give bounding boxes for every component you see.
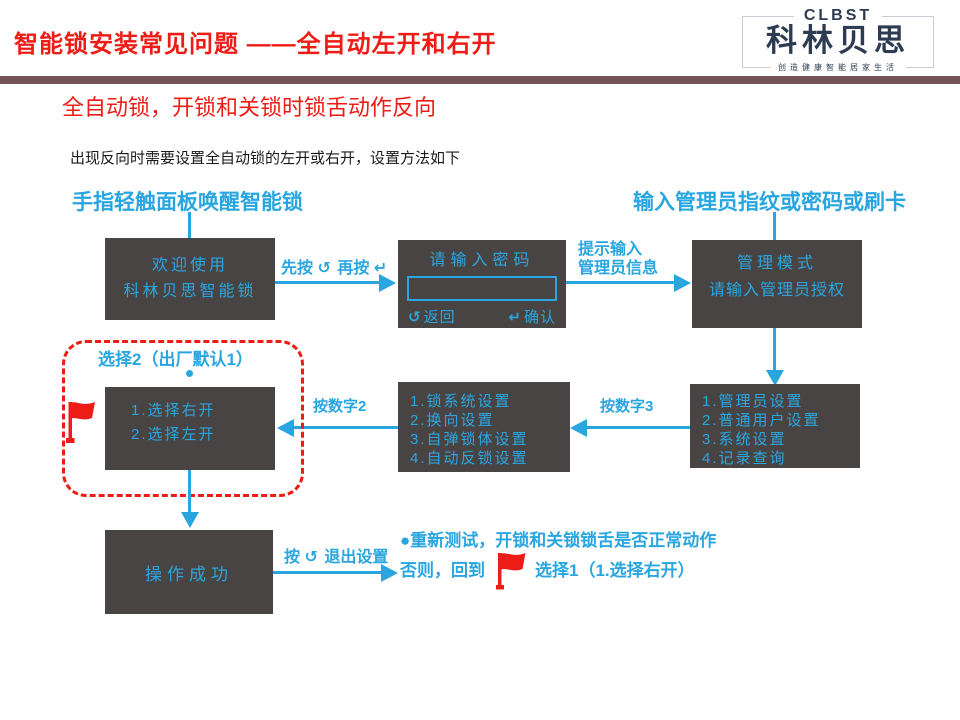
arrow-password-to-admin xyxy=(566,281,676,284)
arrowhead-right-icon xyxy=(379,274,396,292)
arrow-label-admin-prompt: 提示输入 管理员信息 xyxy=(578,241,659,277)
admin-line2: 请输入管理员授权 xyxy=(708,282,845,300)
logo-abbreviation: CLBST xyxy=(793,7,883,25)
arrow-label-press-2: 按数字2 xyxy=(313,398,367,415)
callout-connector-dot xyxy=(186,370,193,377)
undo-icon: ↺ xyxy=(304,549,318,566)
admin-mode-screen: 管理模式 请输入管理员授权 xyxy=(692,240,862,328)
main-menu-screen: 1.管理员设置 2.普通用户设置 3.系统设置 4.记录查询 xyxy=(690,384,860,468)
arrowhead-right-icon xyxy=(674,274,691,292)
menu-item: 2.换向设置 xyxy=(410,412,495,429)
menu-item: 1.锁系统设置 xyxy=(410,393,512,410)
arrowhead-left-icon xyxy=(570,419,587,437)
logo-tagline: 创造健康智能居家生活 xyxy=(770,62,906,73)
arrow-success-exit xyxy=(273,571,383,574)
menu-item: 1.选择右开 xyxy=(131,402,216,419)
arrowhead-left-icon xyxy=(277,419,294,437)
arrowhead-right-icon xyxy=(381,564,398,582)
password-screen: 请输入密码 ↺返回 ↵确认 xyxy=(398,240,566,328)
confirm-action: ↵确认 xyxy=(508,309,556,326)
system-menu-screen: 1.锁系统设置 2.换向设置 3.自弹锁体设置 4.自动反锁设置 xyxy=(398,382,570,472)
retest-note-line1: ●重新测试，开锁和关锁锁舌是否正常动作 xyxy=(400,531,717,550)
success-screen: 操作成功 xyxy=(105,530,273,614)
callout-label: 选择2（出厂默认1） xyxy=(98,350,253,369)
arrow-label-exit: 按 ↺ 退出设置 xyxy=(284,549,389,566)
welcome-screen: 欢迎使用 科林贝思智能锁 xyxy=(105,238,275,320)
connector-hint-to-welcome xyxy=(188,212,191,238)
undo-icon: ↺ xyxy=(408,309,422,326)
brand-logo: CLBST 科林贝思 创造健康智能居家生活 xyxy=(742,7,934,73)
undo-icon: ↺ xyxy=(317,260,331,277)
wake-panel-hint: 手指轻触面板唤醒智能锁 xyxy=(72,191,303,214)
password-screen-title: 请输入密码 xyxy=(429,252,535,269)
arrow-label-press-3: 按数字3 xyxy=(600,398,654,415)
logo-name: 科林贝思 xyxy=(766,23,910,58)
arrowhead-down-icon xyxy=(766,370,784,386)
menu-item: 2.选择左开 xyxy=(131,426,216,443)
header-divider xyxy=(0,76,960,84)
problem-subtitle: 全自动锁，开锁和关锁时锁舌动作反向 xyxy=(62,95,437,120)
menu-item: 2.普通用户设置 xyxy=(702,412,821,429)
direction-menu-screen: 1.选择右开 2.选择左开 xyxy=(105,387,275,470)
menu-item: 3.系统设置 xyxy=(702,431,787,448)
flag-icon xyxy=(66,402,95,443)
back-action: ↺返回 xyxy=(408,309,456,326)
password-input-field xyxy=(407,276,557,301)
arrow-admin-to-mainmenu xyxy=(773,328,776,372)
welcome-line1: 欢迎使用 xyxy=(151,257,228,275)
retest-note-line2: 否则，回到 选择1（1.选择右开） xyxy=(400,548,695,590)
menu-item: 4.自动反锁设置 xyxy=(410,450,529,467)
arrow-sysmenu-to-dirmenu xyxy=(293,426,398,429)
arrow-label-press-sequence: 先按 ↺ 再按 ↵ xyxy=(281,260,388,277)
flag-icon xyxy=(496,553,526,590)
enter-icon: ↵ xyxy=(508,309,522,326)
admin-input-hint: 输入管理员指纹或密码或刷卡 xyxy=(633,191,906,214)
success-label: 操作成功 xyxy=(145,564,233,584)
arrow-welcome-to-password xyxy=(275,281,381,284)
admin-line1: 管理模式 xyxy=(736,255,817,272)
arrow-mainmenu-to-sysmenu xyxy=(586,426,690,429)
welcome-line2: 科林贝思智能锁 xyxy=(123,283,257,300)
setup-description: 出现反向时需要设置全自动锁的左开或右开，设置方法如下 xyxy=(70,150,461,167)
menu-item: 4.记录查询 xyxy=(702,450,787,467)
enter-icon: ↵ xyxy=(373,260,388,277)
menu-item: 1.管理员设置 xyxy=(702,393,804,410)
page-title: 智能锁安装常见问题 ——全自动左开和右开 xyxy=(14,31,497,58)
default-choice-callout xyxy=(62,340,304,497)
menu-item: 3.自弹锁体设置 xyxy=(410,431,529,448)
arrowhead-down-icon xyxy=(181,512,199,528)
connector-hint-to-admin xyxy=(773,212,776,240)
arrow-dirmenu-to-success xyxy=(188,470,191,514)
